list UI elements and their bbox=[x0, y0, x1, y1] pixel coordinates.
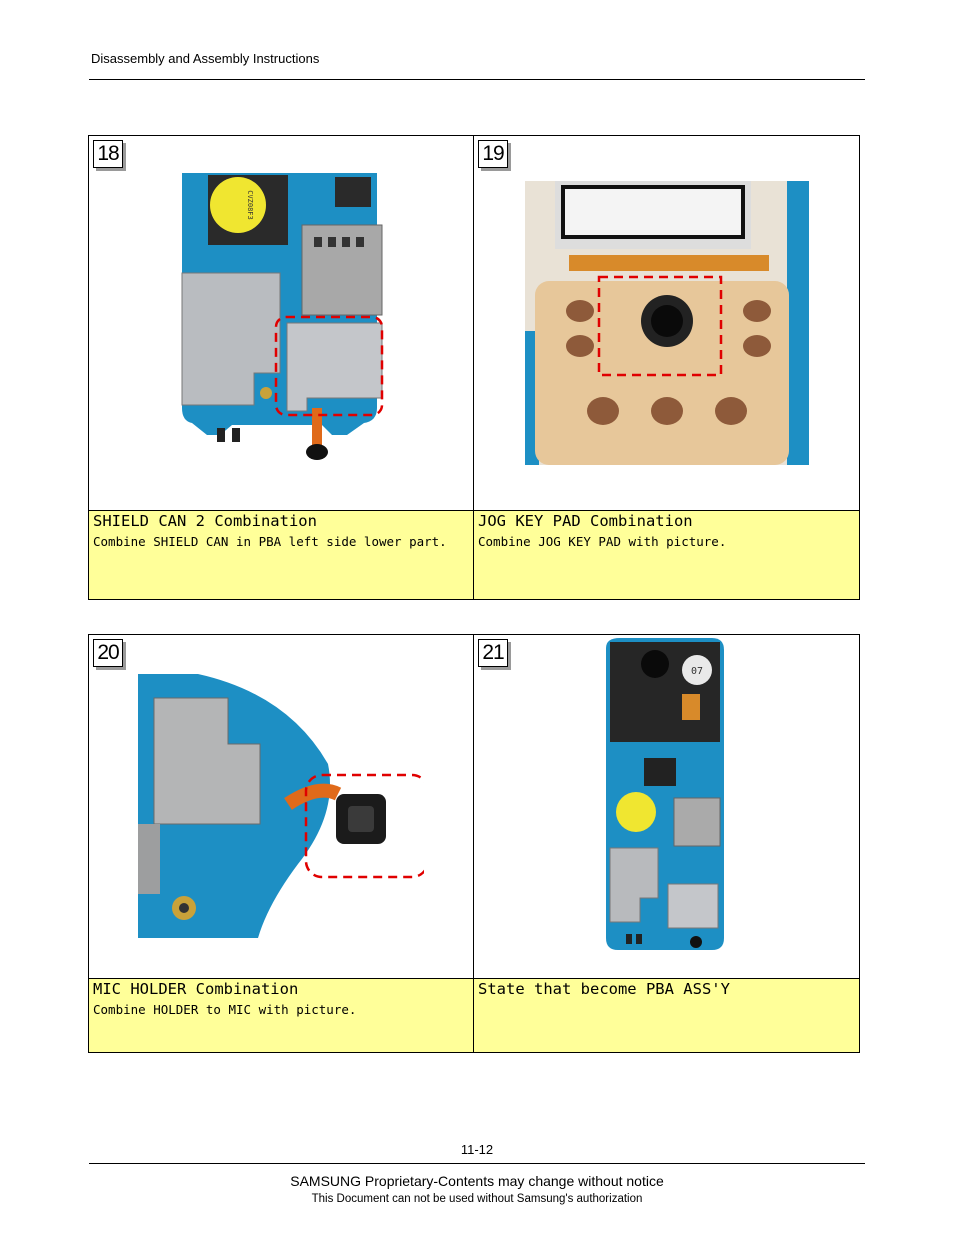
step-21-number: 21 bbox=[478, 639, 508, 667]
svg-text:07: 07 bbox=[691, 666, 703, 677]
step-19-cell: 19 bbox=[473, 135, 860, 511]
svg-text:CVZ08F3: CVZ08F3 bbox=[246, 190, 254, 220]
step-19-number: 19 bbox=[478, 140, 508, 168]
step-20-caption: MIC HOLDER Combination Combine HOLDER to… bbox=[88, 978, 474, 1053]
step-18-photo: CVZ08F3 bbox=[172, 173, 394, 465]
step-18-description: Combine SHIELD CAN in PBA left side lowe… bbox=[93, 534, 447, 549]
step-20-title: MIC HOLDER Combination bbox=[93, 980, 299, 998]
page-number: 11-12 bbox=[460, 1142, 494, 1157]
step-20-number: 20 bbox=[93, 639, 123, 667]
footer-proprietary-notice: SAMSUNG Proprietary-Contents may change … bbox=[290, 1173, 664, 1189]
footer-authorization-notice: This Document can not be used without Sa… bbox=[311, 1193, 643, 1205]
step-20-cell: 20 bbox=[88, 634, 474, 979]
step-18-number: 18 bbox=[93, 140, 123, 168]
step-21-photo: 07 bbox=[600, 638, 730, 954]
steps-table-top: 18 CVZ08F3 bbox=[88, 135, 860, 600]
step-20-description: Combine HOLDER to MIC with picture. bbox=[93, 1002, 357, 1017]
steps-table-bottom: 20 21 bbox=[88, 634, 860, 1053]
footer-rule bbox=[89, 1163, 865, 1164]
step-21-caption: State that become PBA ASS'Y bbox=[473, 978, 860, 1053]
document-header-title: Disassembly and Assembly Instructions bbox=[91, 51, 320, 66]
step-18-title: SHIELD CAN 2 Combination bbox=[93, 512, 317, 530]
step-20-photo bbox=[138, 674, 424, 938]
step-21-title: State that become PBA ASS'Y bbox=[478, 980, 730, 998]
step-19-caption: JOG KEY PAD Combination Combine JOG KEY … bbox=[473, 510, 860, 600]
step-18-cell: 18 CVZ08F3 bbox=[88, 135, 474, 511]
header-rule bbox=[89, 79, 865, 80]
step-18-caption: SHIELD CAN 2 Combination Combine SHIELD … bbox=[88, 510, 474, 600]
step-19-photo bbox=[525, 181, 809, 465]
step-21-cell: 21 07 bbox=[473, 634, 860, 979]
step-19-title: JOG KEY PAD Combination bbox=[478, 512, 693, 530]
step-19-description: Combine JOG KEY PAD with picture. bbox=[478, 534, 727, 549]
